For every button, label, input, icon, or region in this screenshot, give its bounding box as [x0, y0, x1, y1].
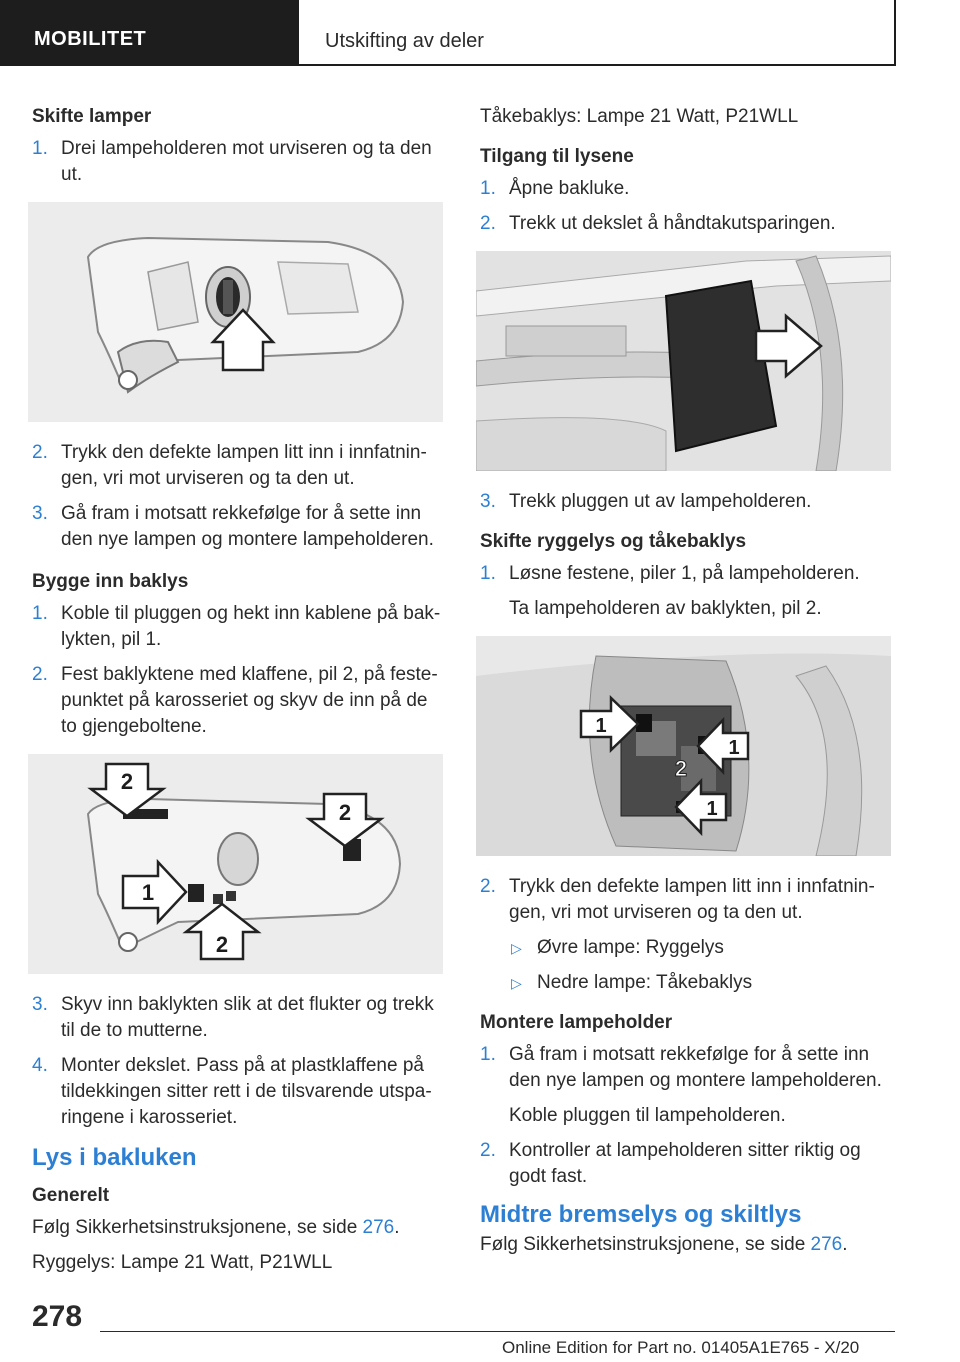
step-continuation: Ta lampeholderen av baklykten, pil 2.	[509, 598, 822, 619]
figure-lamp-holder-release: 1 1 1 2	[476, 636, 891, 856]
figure-taillight-mount: 2 2 1 2	[28, 754, 443, 974]
sub-bullet: ▷ Nedre lampe: Tåkebaklys	[480, 970, 892, 996]
step-item: 3. Skyv inn baklykten slik at det flukte…	[32, 992, 444, 1044]
heading-skifte-ryggelys: Skifte ryggelys og tåkebaklys	[480, 531, 747, 552]
step-number: 1.	[480, 563, 496, 584]
step-text: Gå fram i motsatt rekkefølge for å sette…	[61, 503, 434, 550]
chapter-tab: Utskifting av deler	[311, 0, 896, 66]
step-item: 3. Trekk pluggen ut av lampeholderen.	[480, 489, 892, 515]
heading-tilgang: Tilgang til lysene	[480, 146, 634, 167]
step-number: 3.	[32, 503, 48, 524]
page-link[interactable]: 276	[810, 1234, 843, 1255]
heading-skifte-lamper: Skifte lamper	[32, 106, 152, 127]
callout-1: 1	[728, 737, 739, 759]
period: .	[842, 1234, 848, 1255]
step-item: 1. Åpne bakluke.	[480, 176, 892, 202]
footer-text: Online Edition for Part no. 01405A1E765 …	[502, 1338, 860, 1357]
step-number: 1.	[32, 138, 48, 159]
step-number: 2.	[32, 664, 48, 685]
step-number: 1.	[480, 1044, 496, 1065]
step-number: 2.	[480, 876, 496, 897]
step-text: Koble til pluggen og hekt inn kablene på…	[61, 603, 441, 650]
chapter-title: Utskifting av deler	[325, 30, 484, 52]
step-text: Åpne bakluke.	[509, 178, 630, 199]
triangle-bullet-icon: ▷	[511, 940, 522, 956]
tailgate-cover-illustration	[476, 251, 891, 471]
step-item: 2. Fest baklyktene med klaffene, pil 2, …	[32, 662, 444, 740]
header-connector	[299, 64, 311, 66]
step-item: 1. Drei lampeholderen mot urviseren og t…	[32, 136, 444, 188]
step-text: Trekk pluggen ut av lampeholderen.	[509, 491, 812, 512]
step-text: Løsne festene, piler 1, på lampeholderen…	[509, 563, 860, 584]
step-item: 4. Monter dekslet. Pass på at plastklaff…	[32, 1053, 444, 1131]
paragraph-safety: Følg Sikkerhetsinstruksjonene, se side 2…	[480, 1232, 892, 1258]
step-text: Drei lampeholderen mot urviseren og ta d…	[61, 138, 432, 185]
step-text: Fest baklyktene med klaffene, pil 2, på …	[61, 664, 438, 737]
callout-2: 2	[216, 932, 228, 957]
step-text: Monter dekslet. Pass på at plastklaffene…	[61, 1055, 432, 1128]
heading-montere: Montere lampeholder	[480, 1012, 673, 1033]
safety-text: Følg Sikkerhetsinstruksjonene, se side	[32, 1217, 358, 1238]
sub-bullet-text: Nedre lampe: Tåkebaklys	[537, 972, 753, 993]
step-item: 2. Trykk den defekte lampen litt inn i i…	[32, 440, 444, 492]
step-text: Kontroller at lampeholderen sitter rikti…	[509, 1140, 861, 1187]
triangle-bullet-icon: ▷	[511, 975, 522, 991]
step-text: Gå fram i motsatt rekkefølge for å sette…	[509, 1044, 882, 1091]
callout-2: 2	[121, 769, 133, 794]
step-text: Trykk den defekte lampen litt inn i innf…	[509, 876, 875, 923]
step-text: Trekk ut dekslet å håndtakutsparingen.	[509, 213, 836, 234]
section-tab: MOBILITET	[0, 0, 299, 66]
page-header: MOBILITET Utskifting av deler	[0, 0, 960, 66]
step-number: 3.	[480, 491, 496, 512]
period: .	[394, 1217, 400, 1238]
heading-generelt: Generelt	[32, 1185, 110, 1206]
step-item: 3. Gå fram i motsatt rekkefølge for å se…	[32, 501, 444, 553]
right-column: Tåkebaklys: Lampe 21 Watt, P21WLL Tilgan…	[476, 104, 892, 1267]
step-number: 1.	[32, 603, 48, 624]
callout-1: 1	[706, 798, 717, 820]
step-continuation: Koble pluggen til lampeholderen.	[509, 1105, 786, 1126]
sub-bullet-text: Øvre lampe: Ryggelys	[537, 937, 724, 958]
step-number: 2.	[32, 442, 48, 463]
taillight-mount-illustration: 2 2 1 2	[86, 762, 402, 961]
step-number: 1.	[480, 178, 496, 199]
step-item: 1. Koble til pluggen og hekt inn kablene…	[32, 601, 444, 653]
step-text: Skyv inn baklykten slik at det flukter o…	[61, 994, 434, 1041]
step-item: 2. Trekk ut dekslet å håndtakutsparingen…	[480, 211, 892, 237]
step-item: 1. Gå fram i motsatt rekkefølge for å se…	[480, 1042, 892, 1094]
heading-lys-i-bakluken: Lys i bakluken	[32, 1144, 197, 1171]
step-text: Trykk den defekte lampen litt inn i innf…	[61, 442, 427, 489]
paragraph-takebaklys: Tåkebaklys: Lampe 21 Watt, P21WLL	[480, 106, 799, 127]
section-title: MOBILITET	[34, 28, 147, 50]
step-number: 3.	[32, 994, 48, 1015]
lamp-holder-illustration	[86, 236, 405, 394]
sub-bullet: ▷ Øvre lampe: Ryggelys	[480, 935, 892, 961]
callout-1: 1	[595, 715, 606, 737]
step-number: 4.	[32, 1055, 48, 1076]
step-item: 2. Kontroller at lampeholderen sitter ri…	[480, 1138, 892, 1190]
page-link[interactable]: 276	[362, 1217, 395, 1238]
step-item: 2. Trykk den defekte lampen litt inn i i…	[480, 874, 892, 926]
heading-bygge-inn-baklys: Bygge inn baklys	[32, 571, 189, 592]
figure-lamp-holder	[28, 202, 443, 422]
callout-2: 2	[339, 800, 351, 825]
paragraph-ryggelys: Ryggelys: Lampe 21 Watt, P21WLL	[32, 1252, 333, 1273]
step-number: 2.	[480, 1140, 496, 1161]
page-number: 278	[32, 1300, 83, 1333]
figure-tailgate-cover	[476, 251, 891, 471]
heading-midtre-bremselys: Midtre bremselys og skiltlys	[480, 1201, 802, 1228]
step-number: 2.	[480, 213, 496, 234]
lamp-holder-release-illustration: 1 1 1 2	[476, 636, 891, 856]
paragraph-safety: Følg Sikkerhetsinstruksjonene, se side 2…	[32, 1215, 444, 1241]
step-item: 1. Løsne festene, piler 1, på lampeholde…	[480, 561, 892, 587]
callout-2: 2	[675, 756, 687, 781]
callout-1: 1	[142, 880, 154, 905]
left-column: Skifte lamper 1. Drei lampeholderen mot …	[28, 104, 444, 1285]
safety-text: Følg Sikkerhetsinstruksjonene, se side	[480, 1234, 806, 1255]
footer-divider	[100, 1331, 895, 1332]
